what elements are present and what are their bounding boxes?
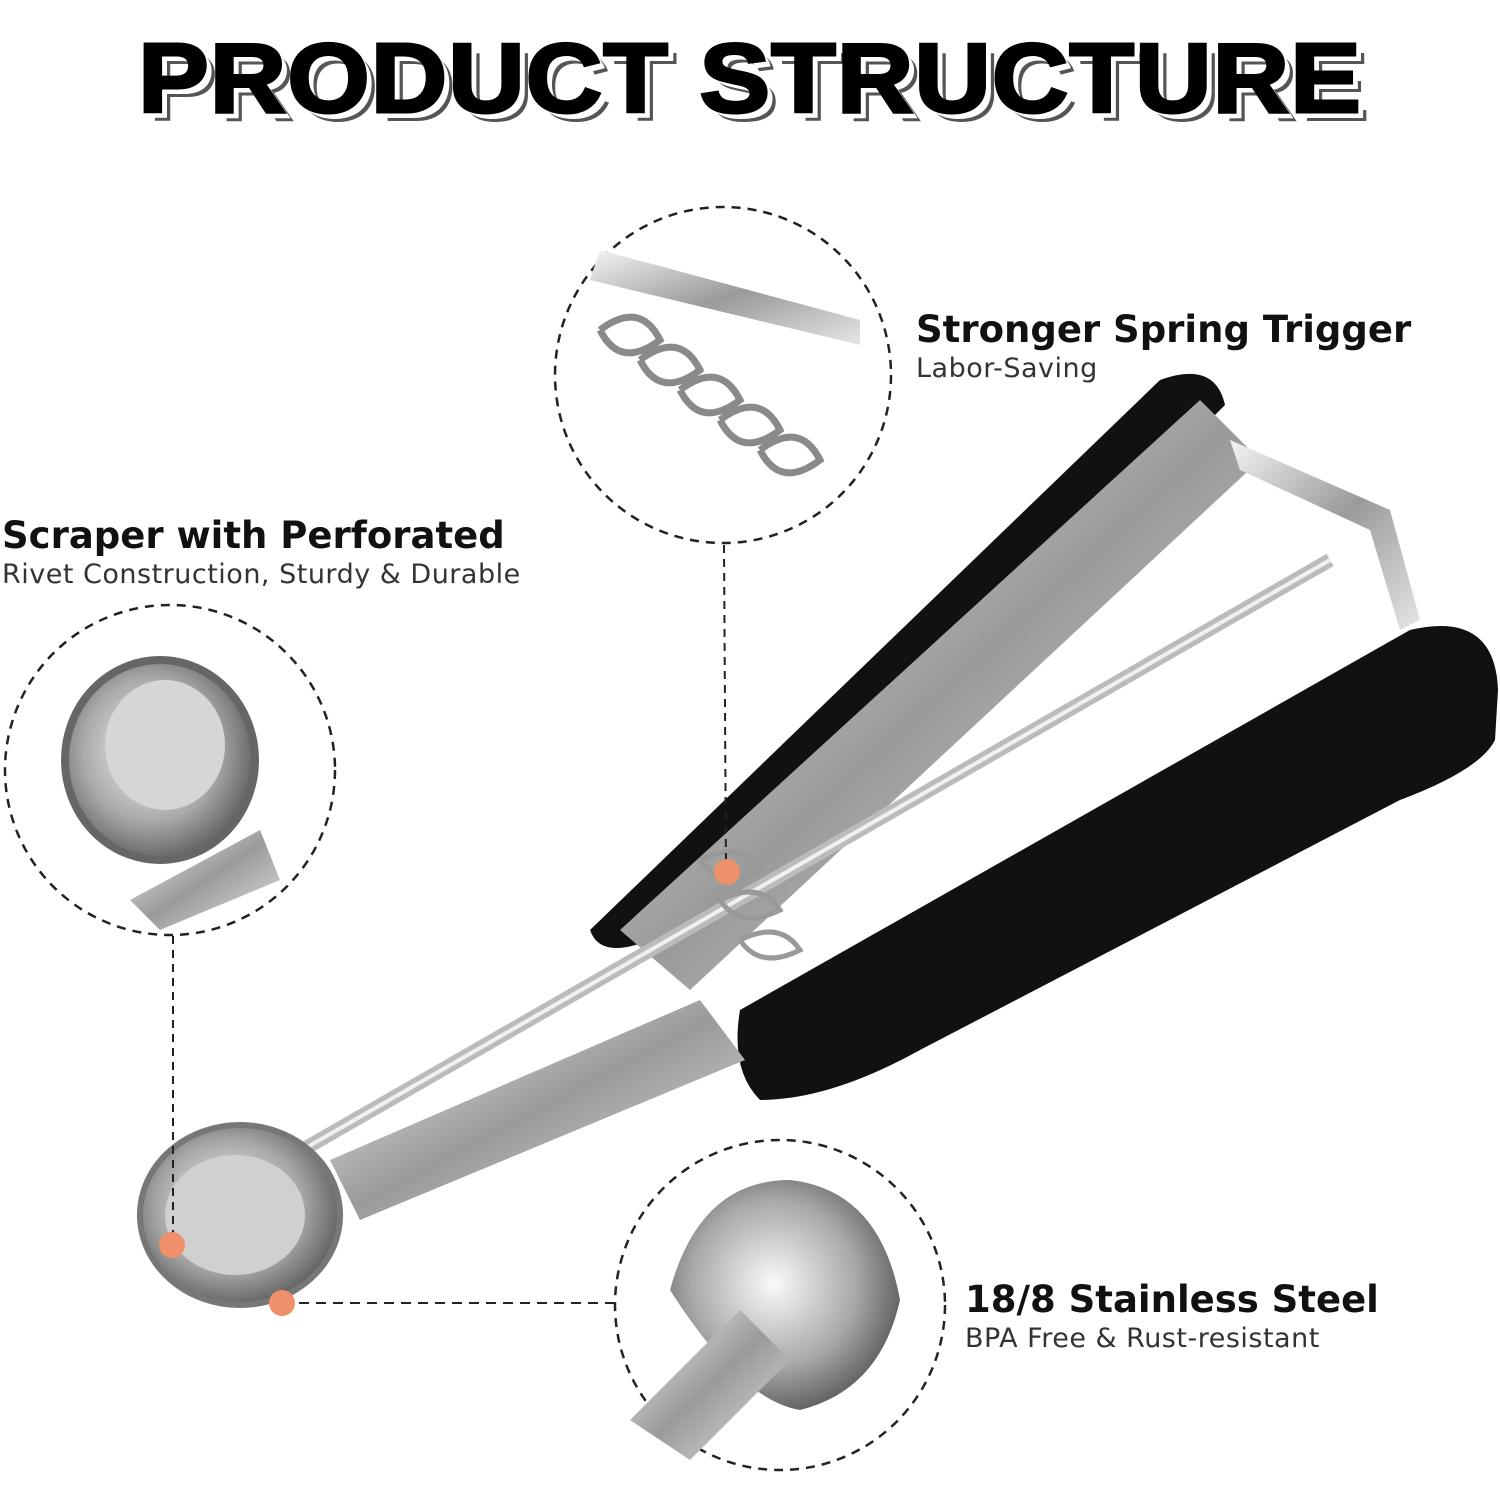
feature-stainless-steel: 18/8 Stainless Steel BPA Free & Rust-res…: [965, 1278, 1379, 1356]
upper-lever: [620, 400, 1260, 990]
scraper-detail-circle: [3, 603, 337, 937]
ice-cream-scoop: [137, 373, 1498, 1308]
leader-line-spring: [723, 544, 727, 873]
feature-heading: Scraper with Perforated: [2, 514, 505, 557]
feature-subtext: Rivet Construction, Sturdy & Durable: [2, 559, 521, 590]
feature-heading: Stronger Spring Trigger: [916, 308, 1412, 351]
lower-handle: [737, 626, 1498, 1100]
page-title: PRODUCT STRUCTURE: [137, 22, 1363, 135]
marker-dot-steel: [269, 1290, 295, 1316]
steel-detail-circle: [613, 1138, 947, 1472]
marker-dot-spring: [714, 859, 740, 885]
feature-subtext: BPA Free & Rust-resistant: [965, 1323, 1320, 1354]
marker-dot-scraper: [159, 1232, 185, 1258]
scoop-neck: [330, 1000, 745, 1220]
spring-detail-circle: [553, 205, 893, 545]
feature-scraper: Scraper with Perforated Rivet Constructi…: [2, 514, 521, 592]
feature-spring-trigger: Stronger Spring Trigger Labor-Saving: [916, 308, 1411, 386]
feature-subtext: Labor-Saving: [916, 353, 1098, 384]
feature-heading: 18/8 Stainless Steel: [965, 1278, 1379, 1321]
frame-bar: [1230, 440, 1420, 630]
spring: [697, 849, 804, 961]
upper-handle: [590, 373, 1225, 948]
